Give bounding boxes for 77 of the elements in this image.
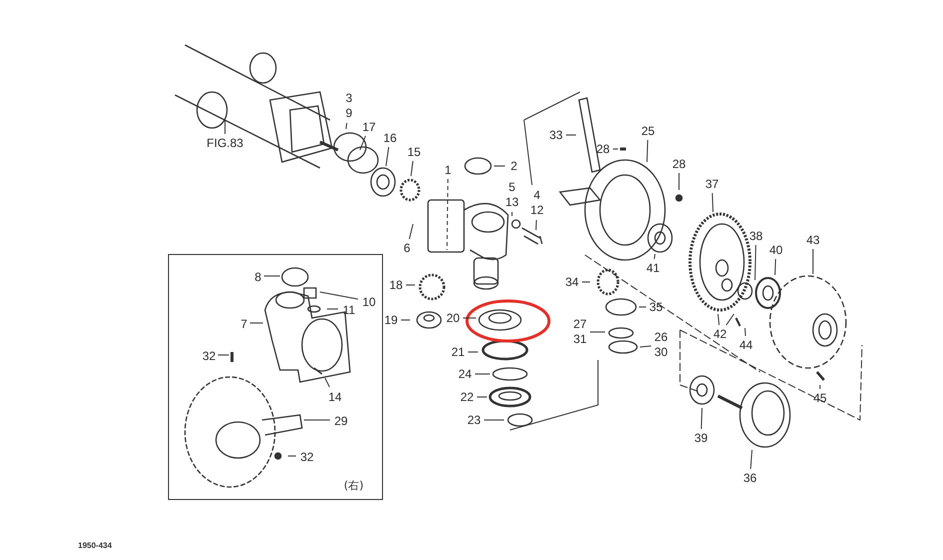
leader-line xyxy=(320,292,358,300)
callout-number: 34 xyxy=(563,274,581,290)
callout-number: 4 12 xyxy=(528,187,546,219)
callout-number: 26 30 xyxy=(652,329,670,361)
callout-number: 41 xyxy=(644,260,662,276)
leader-line xyxy=(326,308,338,310)
leader-line xyxy=(476,396,488,398)
callout-number: 23 xyxy=(465,412,483,428)
callout-number: 3 9 xyxy=(341,90,357,122)
callout-number: 36 xyxy=(741,470,759,486)
callout-number: 1 xyxy=(442,162,454,178)
callout-number: 24 xyxy=(456,366,474,382)
callout-number: 27 31 xyxy=(571,316,589,348)
callout-number: 43 xyxy=(804,232,822,248)
callout-number: 33 xyxy=(547,127,565,143)
leader-line xyxy=(406,284,416,286)
leader-line xyxy=(346,122,348,130)
callout-number: 21 xyxy=(449,344,467,360)
callout-number: 17 xyxy=(360,119,378,135)
callout-number: 8 xyxy=(252,269,264,285)
leader-line xyxy=(712,192,714,212)
drawing-number: 1950-434 xyxy=(78,541,112,550)
leader-line xyxy=(646,140,648,162)
leader-line xyxy=(774,258,776,276)
callout-number: 32 xyxy=(200,348,218,364)
callout-number: 11 xyxy=(340,302,358,318)
leader-line xyxy=(612,148,618,150)
callout-number: 25 xyxy=(639,123,657,139)
leader-line xyxy=(536,220,537,230)
side-note: (右) xyxy=(344,478,364,493)
leader-line xyxy=(812,248,814,274)
callout-number: 38 xyxy=(747,228,765,244)
leader-line xyxy=(700,408,702,430)
callout-number: 14 xyxy=(326,389,344,405)
callout-number: 45 xyxy=(811,390,829,406)
leader-line xyxy=(408,224,414,240)
leader-line xyxy=(218,354,230,356)
callout-number: 22 xyxy=(458,389,476,405)
inset-frame xyxy=(168,254,382,500)
leader-line xyxy=(744,328,746,336)
leader-line xyxy=(754,244,756,280)
leader-line xyxy=(224,120,226,134)
leader-line xyxy=(640,346,652,348)
callout-number: 32 xyxy=(298,449,316,465)
callout-number: 40 xyxy=(767,242,785,258)
leader-line xyxy=(638,306,646,308)
leader-line xyxy=(566,134,576,136)
callout-number: 28 xyxy=(670,156,688,172)
leader-line xyxy=(410,160,414,176)
leader-line xyxy=(446,178,448,250)
callout-number: 37 xyxy=(703,176,721,192)
leader-line xyxy=(360,136,366,150)
leader-line xyxy=(678,172,680,190)
callout-number: 2 xyxy=(506,158,522,174)
leader-line xyxy=(654,254,656,260)
callout-number: 35 xyxy=(647,299,665,315)
callout-number: 10 xyxy=(360,294,378,310)
callout-number: 39 xyxy=(692,430,710,446)
callout-number: 7 xyxy=(238,316,250,332)
callout-number: 42 xyxy=(711,326,729,342)
callout-number: 29 xyxy=(332,413,350,429)
leader-line xyxy=(718,314,720,326)
callout-number: 5 13 xyxy=(503,179,521,211)
callout-number: 28 xyxy=(594,141,612,157)
leader-line xyxy=(386,146,390,166)
callout-number: 44 xyxy=(737,337,755,353)
callout-number: 6 xyxy=(401,240,413,256)
callout-number: 15 xyxy=(405,144,423,160)
leader-line xyxy=(726,314,734,326)
leader-line xyxy=(750,450,752,470)
callout-number: 16 xyxy=(381,130,399,146)
leader-line xyxy=(324,378,330,388)
callout-number: 19 xyxy=(382,312,400,328)
callout-number: FIG.83 xyxy=(201,135,249,151)
leader-line xyxy=(250,322,264,324)
callout-number: 18 xyxy=(387,277,405,293)
callout-number: 20 xyxy=(444,310,462,326)
